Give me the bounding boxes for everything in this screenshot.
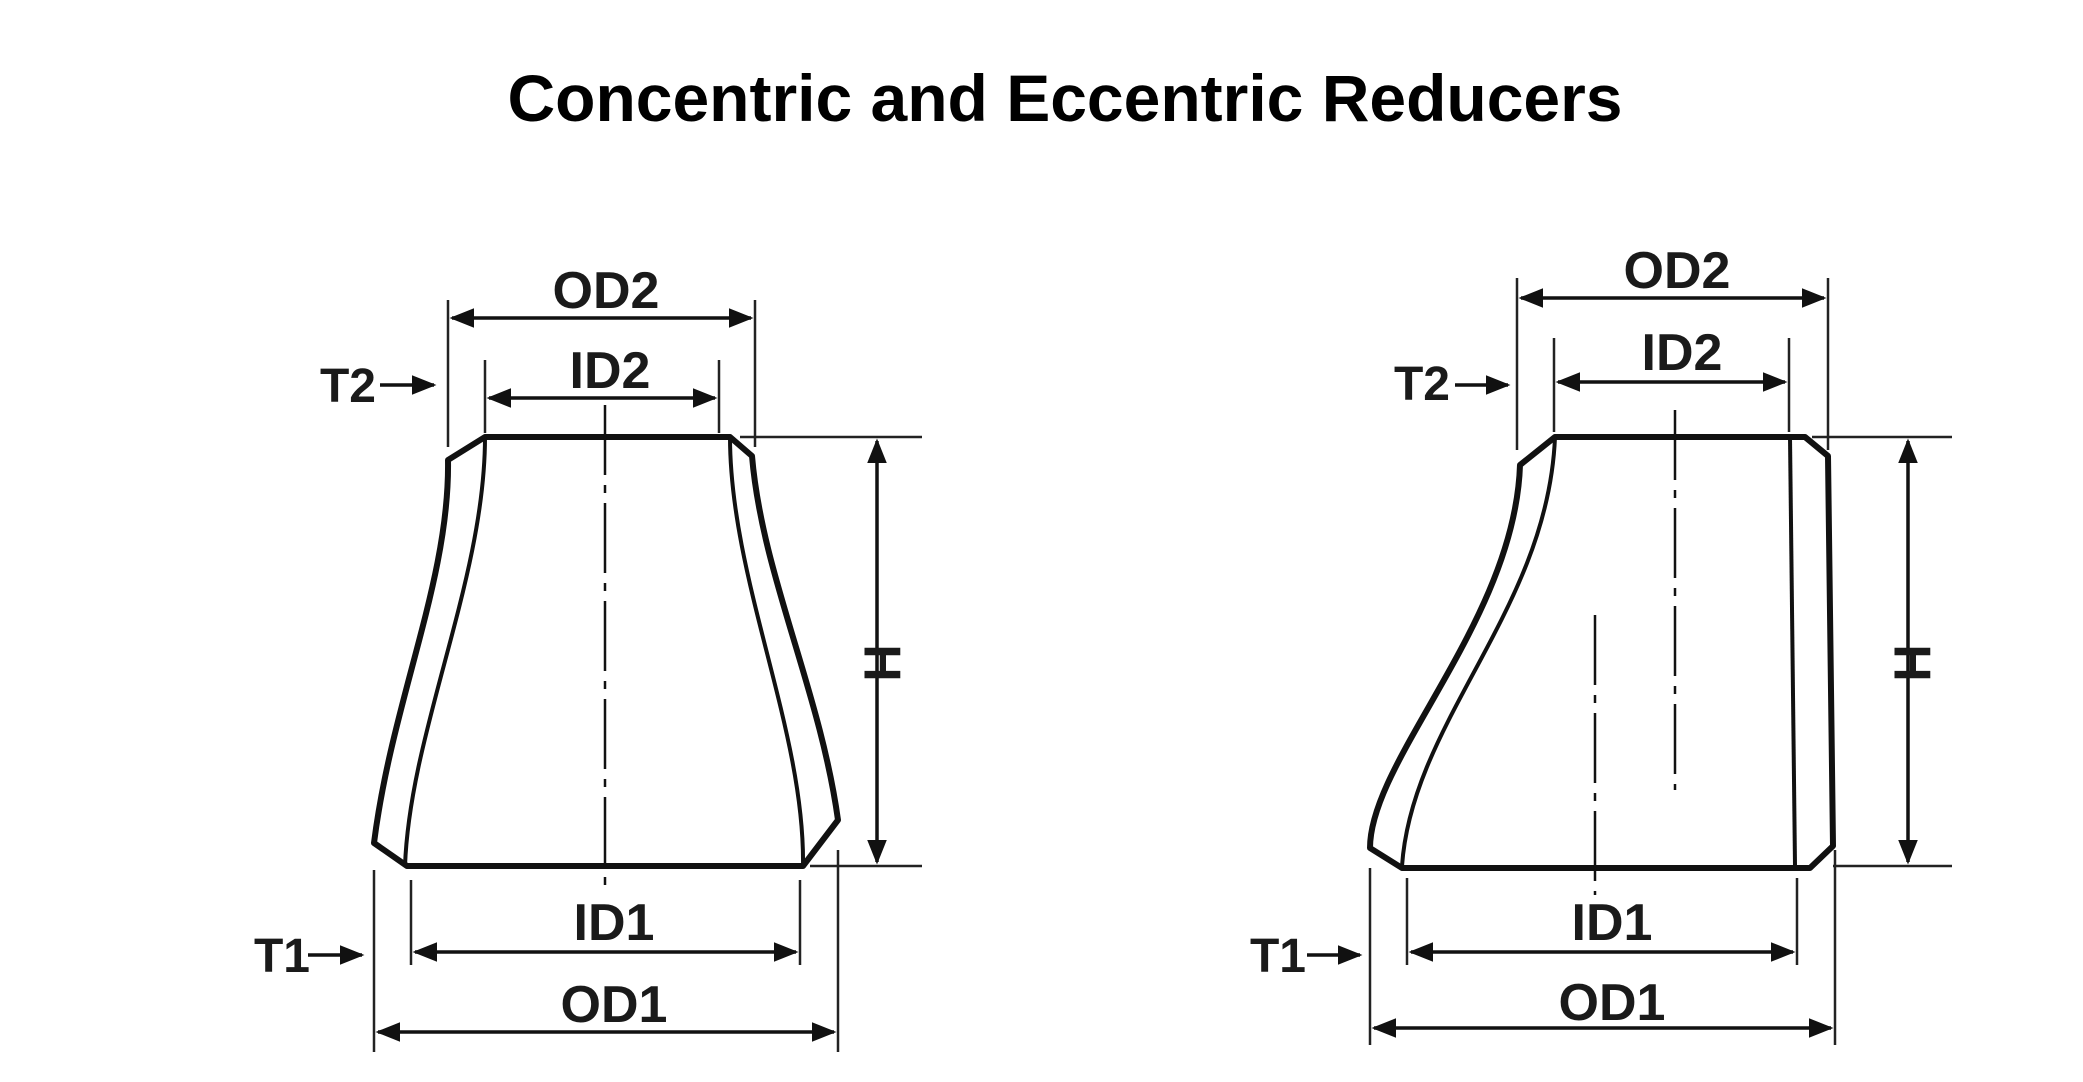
concentric-inner-wall-right: [728, 436, 806, 867]
od1-label: OD1: [1559, 974, 1666, 1032]
concentric-reducer: OD2 ID2 T2 H T1 ID1 OD1: [254, 262, 922, 1052]
h-label: H: [1882, 644, 1940, 682]
t2-label: T2: [1394, 358, 1450, 411]
eccentric-outer-outline: [1367, 434, 1836, 871]
page-title: Concentric and Eccentric Reducers: [507, 61, 1623, 135]
od1-label: OD1: [561, 976, 668, 1034]
id2-label: ID2: [570, 342, 651, 400]
h-label: H: [852, 644, 910, 682]
eccentric-inner-wall-left: [1400, 436, 1557, 867]
od2-label: OD2: [553, 262, 660, 320]
od2-label: OD2: [1624, 242, 1731, 300]
t2-label: T2: [320, 360, 376, 413]
t1-label: T1: [254, 930, 310, 983]
t1-label: T1: [1250, 930, 1306, 983]
id2-label: ID2: [1642, 324, 1723, 382]
concentric-inner-wall-left: [403, 436, 487, 867]
id1-label: ID1: [1572, 894, 1653, 952]
id1-label: ID1: [574, 894, 655, 952]
eccentric-reducer: OD2 ID2 T2 H T1 ID1 OD1: [1250, 242, 1952, 1045]
eccentric-inner-wall-right: [1788, 436, 1797, 867]
